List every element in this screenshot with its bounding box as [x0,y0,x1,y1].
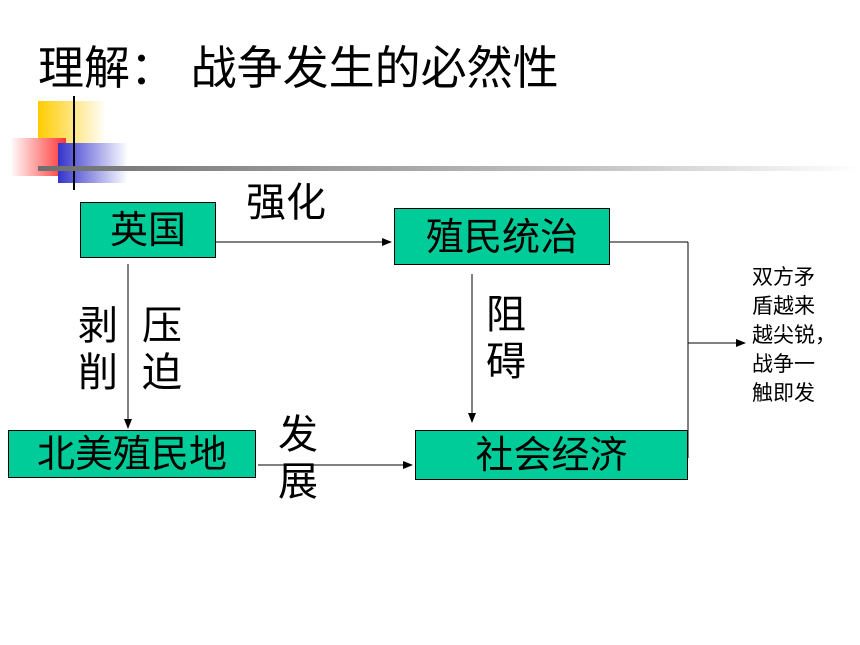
result-line: 双方矛 [752,265,815,289]
result-line: 越尖锐， [752,323,836,347]
edge-label-hinder: 阻碍 [486,292,526,386]
title-rule [38,166,860,171]
title-decoration [10,96,860,190]
node-britain: 英国 [80,202,216,258]
deco-blue-square [58,143,128,183]
result-line: 盾越来 [752,294,815,318]
node-colonial-rule: 殖民统治 [394,208,610,265]
page-title: 理解： 战争发生的必然性 [38,41,559,95]
result-line: 战争一 [752,352,815,376]
edge-label-oppress: 压迫 [142,303,182,397]
edge-label-develop: 发展 [278,412,318,506]
result-text: 双方矛 盾越来 越尖锐， 战争一 触即发 [752,263,852,408]
result-line: 触即发 [752,381,815,405]
node-social-economy: 社会经济 [415,430,688,480]
node-north-american-colonies: 北美殖民地 [8,430,256,478]
edge-label-exploit: 剥削 [78,303,118,397]
edge-label-strengthen: 强化 [246,180,326,226]
